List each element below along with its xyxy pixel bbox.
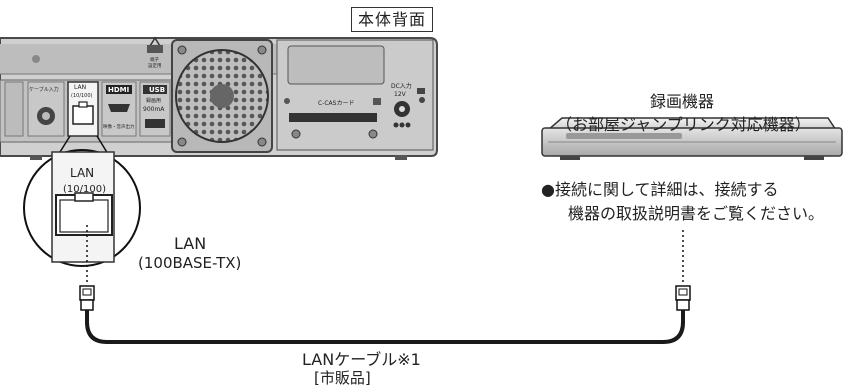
label-card: C-CASカード (318, 100, 354, 107)
zoom-lan-label: LAN (70, 166, 94, 180)
main-unit-back-panel (0, 36, 438, 160)
cable-label-sub: [市販品] (314, 369, 371, 387)
zoom-lan-sub: (10/100) (63, 184, 106, 195)
label-terminal-sub: 設定用 (148, 62, 162, 69)
label-usb-sub2: 900mA (143, 106, 165, 113)
label-lan-sub: (10/100) (71, 93, 93, 99)
dotted-guides (86, 225, 684, 285)
label-terminal: 端子 (150, 56, 159, 63)
page-title: 本体背面 (351, 7, 433, 32)
label-cable-in: ケーブル入力 (29, 86, 59, 93)
lan-spec-label: LAN (174, 234, 207, 253)
label-dc-in: DC入力 (391, 82, 412, 90)
recorder-label-sub: （お部屋ジャンプリンク対応機器） (556, 115, 811, 134)
label-dc-sub: 12V (394, 91, 407, 98)
recorder-device (541, 117, 843, 160)
recorder-label: 録画機器 (650, 92, 715, 111)
label-hdmi: HDMI (108, 86, 129, 94)
cable-label: LANケーブル※1 (302, 350, 421, 369)
lan-port-zoom (23, 149, 141, 267)
lan-connector-left (79, 285, 95, 311)
note-line-1: ●接続に関して詳細は、接続する (541, 180, 779, 199)
note-line-2: 機器の取扱説明書をご覧ください。 (568, 204, 825, 223)
label-lan: LAN (74, 84, 86, 91)
label-usb: USB (149, 86, 165, 94)
label-hdmi-sub: 映像・音声出力 (103, 123, 135, 130)
lan-cable (85, 310, 685, 344)
lan-spec-sub: (100BASE-TX) (138, 254, 242, 272)
label-usb-sub1: 録画用 (146, 97, 161, 104)
lan-connector-right (675, 285, 691, 311)
